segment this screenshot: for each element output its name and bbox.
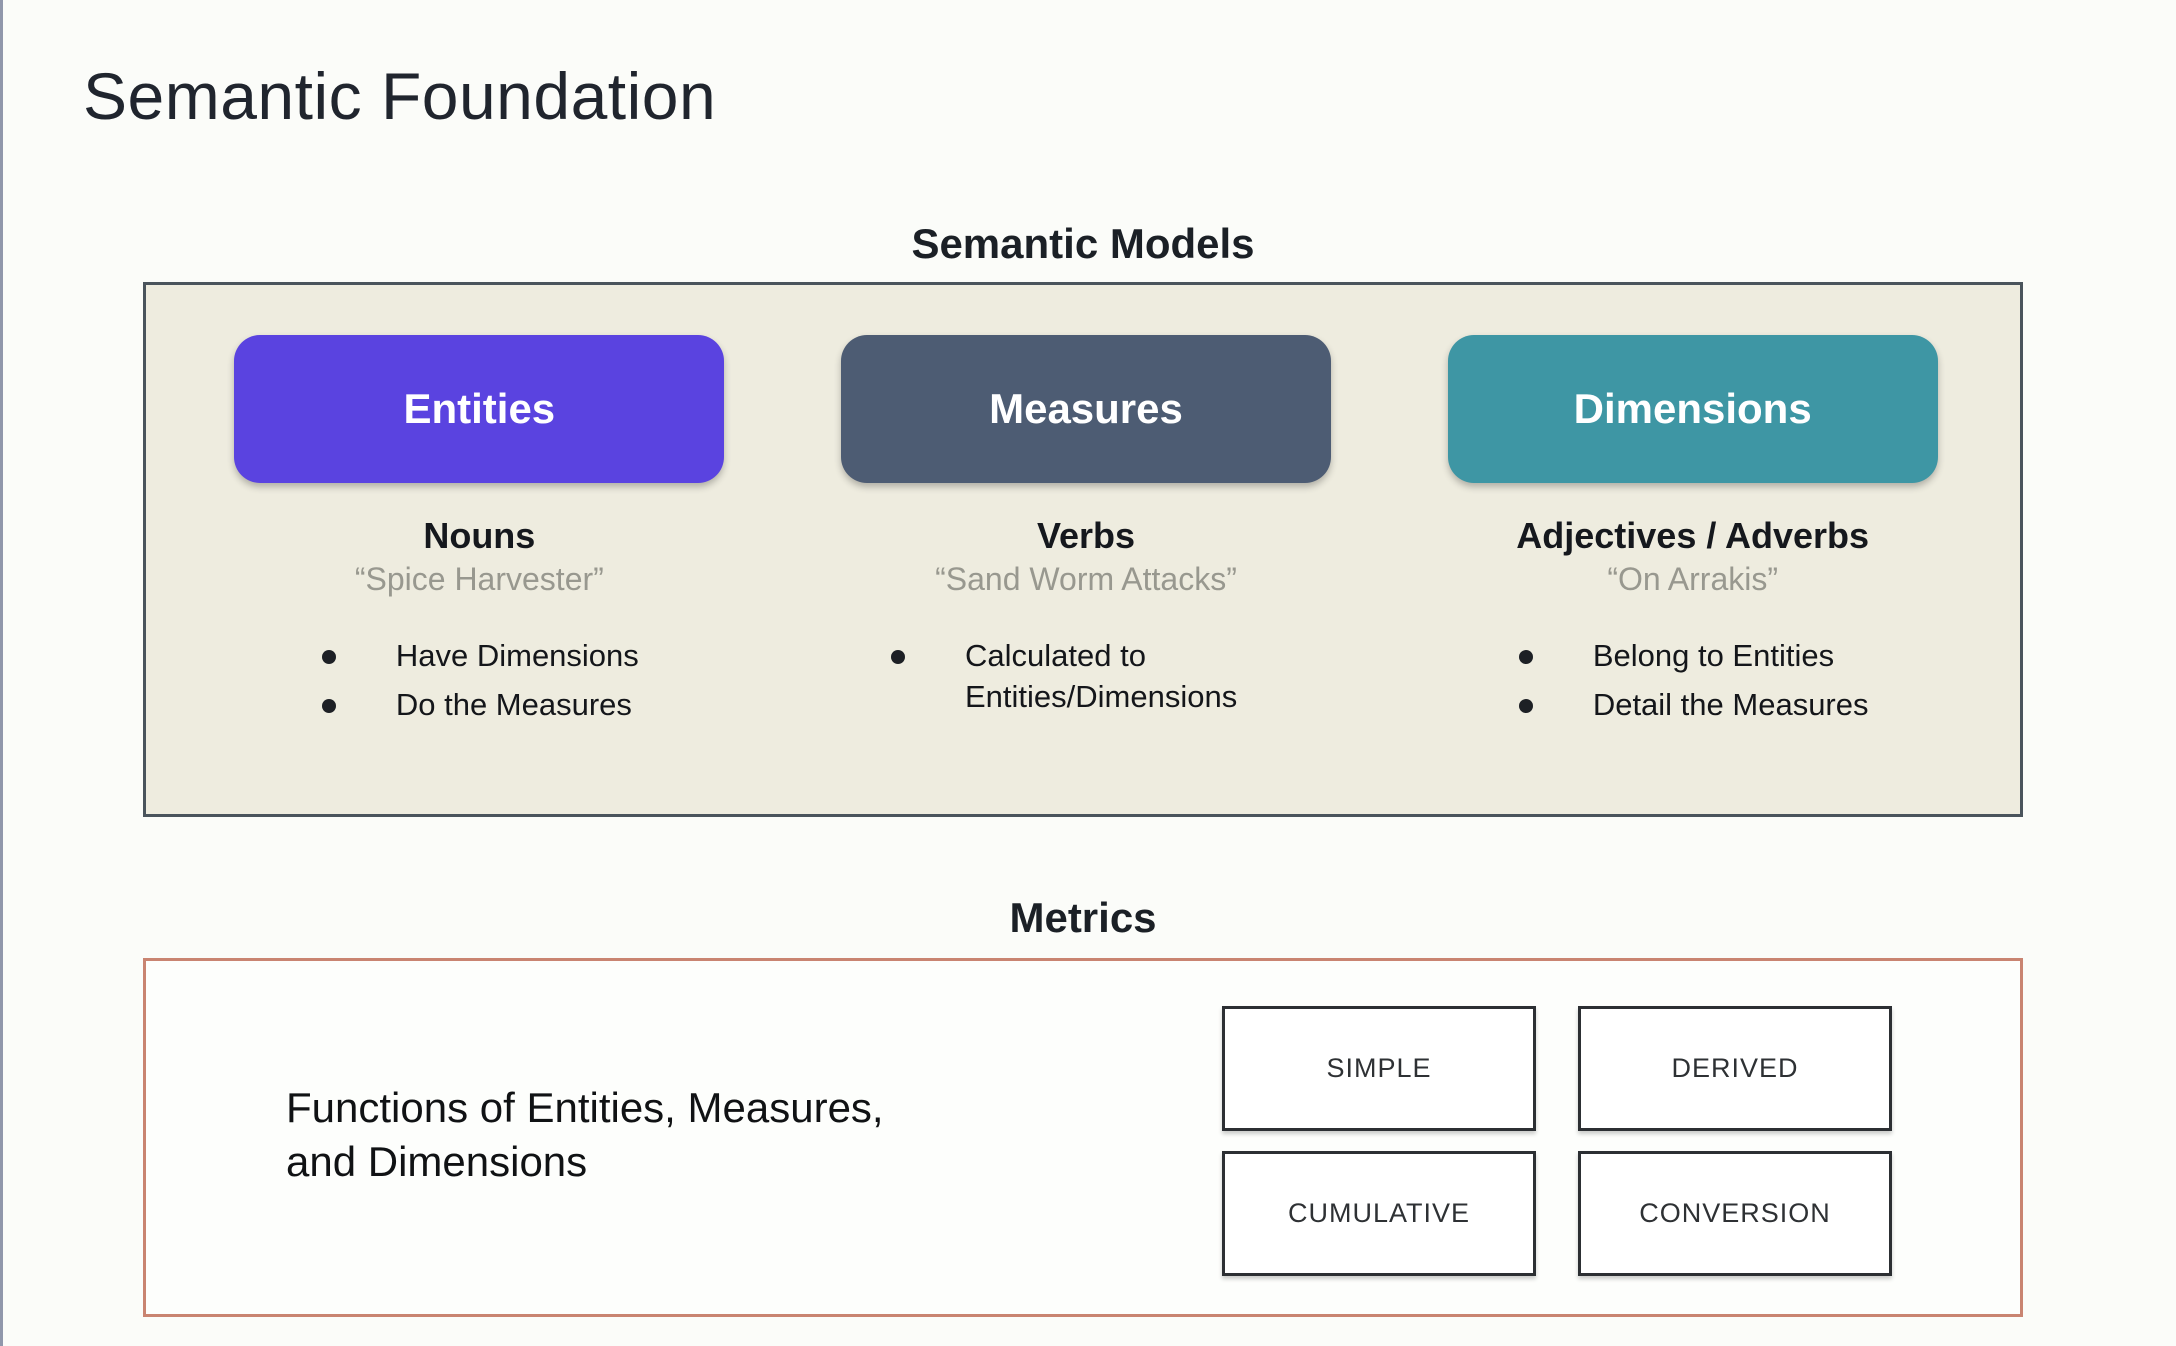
metrics-panel: Functions of Entities, Measures, and Dim… <box>143 958 2023 1317</box>
entities-part-of-speech: Nouns <box>423 515 536 556</box>
dimensions-button: Dimensions <box>1447 335 1938 483</box>
entities-button: Entities <box>234 335 725 483</box>
bullet-item: Belong to Entities <box>1517 636 1869 677</box>
measures-column: Measures Verbs “Sand Worm Attacks” Calcu… <box>783 335 1390 814</box>
dimensions-example: “On Arrakis” <box>1607 561 1778 597</box>
measures-button: Measures <box>840 335 1331 483</box>
measures-example: “Sand Worm Attacks” <box>935 561 1237 597</box>
measures-part-of-speech: Verbs <box>1036 515 1136 556</box>
dimensions-bullet-list: Belong to Entities Detail the Measures <box>1517 636 1869 734</box>
entities-bullet-list: Have Dimensions Do the Measures <box>320 636 639 734</box>
metric-type-conversion: CONVERSION <box>1578 1151 1892 1276</box>
entities-example: “Spice Harvester” <box>354 561 604 597</box>
entities-column: Entities Nouns “Spice Harvester” Have Di… <box>176 335 783 814</box>
metric-type-derived: DERIVED <box>1578 1006 1892 1131</box>
bullet-item: Detail the Measures <box>1517 685 1869 726</box>
metrics-label: Metrics <box>1009 894 1157 941</box>
functions-description-line2: and Dimensions <box>286 1137 588 1185</box>
functions-description-line1: Functions of Entities, Measures, <box>286 1084 884 1131</box>
measures-bullet-list: Calculated to Entities/Dimensions <box>889 636 1283 726</box>
page-title: Semantic Foundation <box>83 59 717 133</box>
semantic-models-label: Semantic Models <box>911 220 1255 267</box>
dimensions-column: Dimensions Adjectives / Adverbs “On Arra… <box>1389 335 1996 814</box>
bullet-item: Calculated to Entities/Dimensions <box>889 636 1283 718</box>
dimensions-part-of-speech: Adjectives / Adverbs <box>1516 515 1870 556</box>
bullet-item: Have Dimensions <box>320 636 639 677</box>
metric-type-cumulative: CUMULATIVE <box>1222 1151 1536 1276</box>
bullet-item: Do the Measures <box>320 685 639 726</box>
semantic-models-panel: Entities Nouns “Spice Harvester” Have Di… <box>143 282 2023 817</box>
metric-type-simple: SIMPLE <box>1222 1006 1536 1131</box>
functions-description: Functions of Entities, Measures, and Dim… <box>286 1081 884 1189</box>
